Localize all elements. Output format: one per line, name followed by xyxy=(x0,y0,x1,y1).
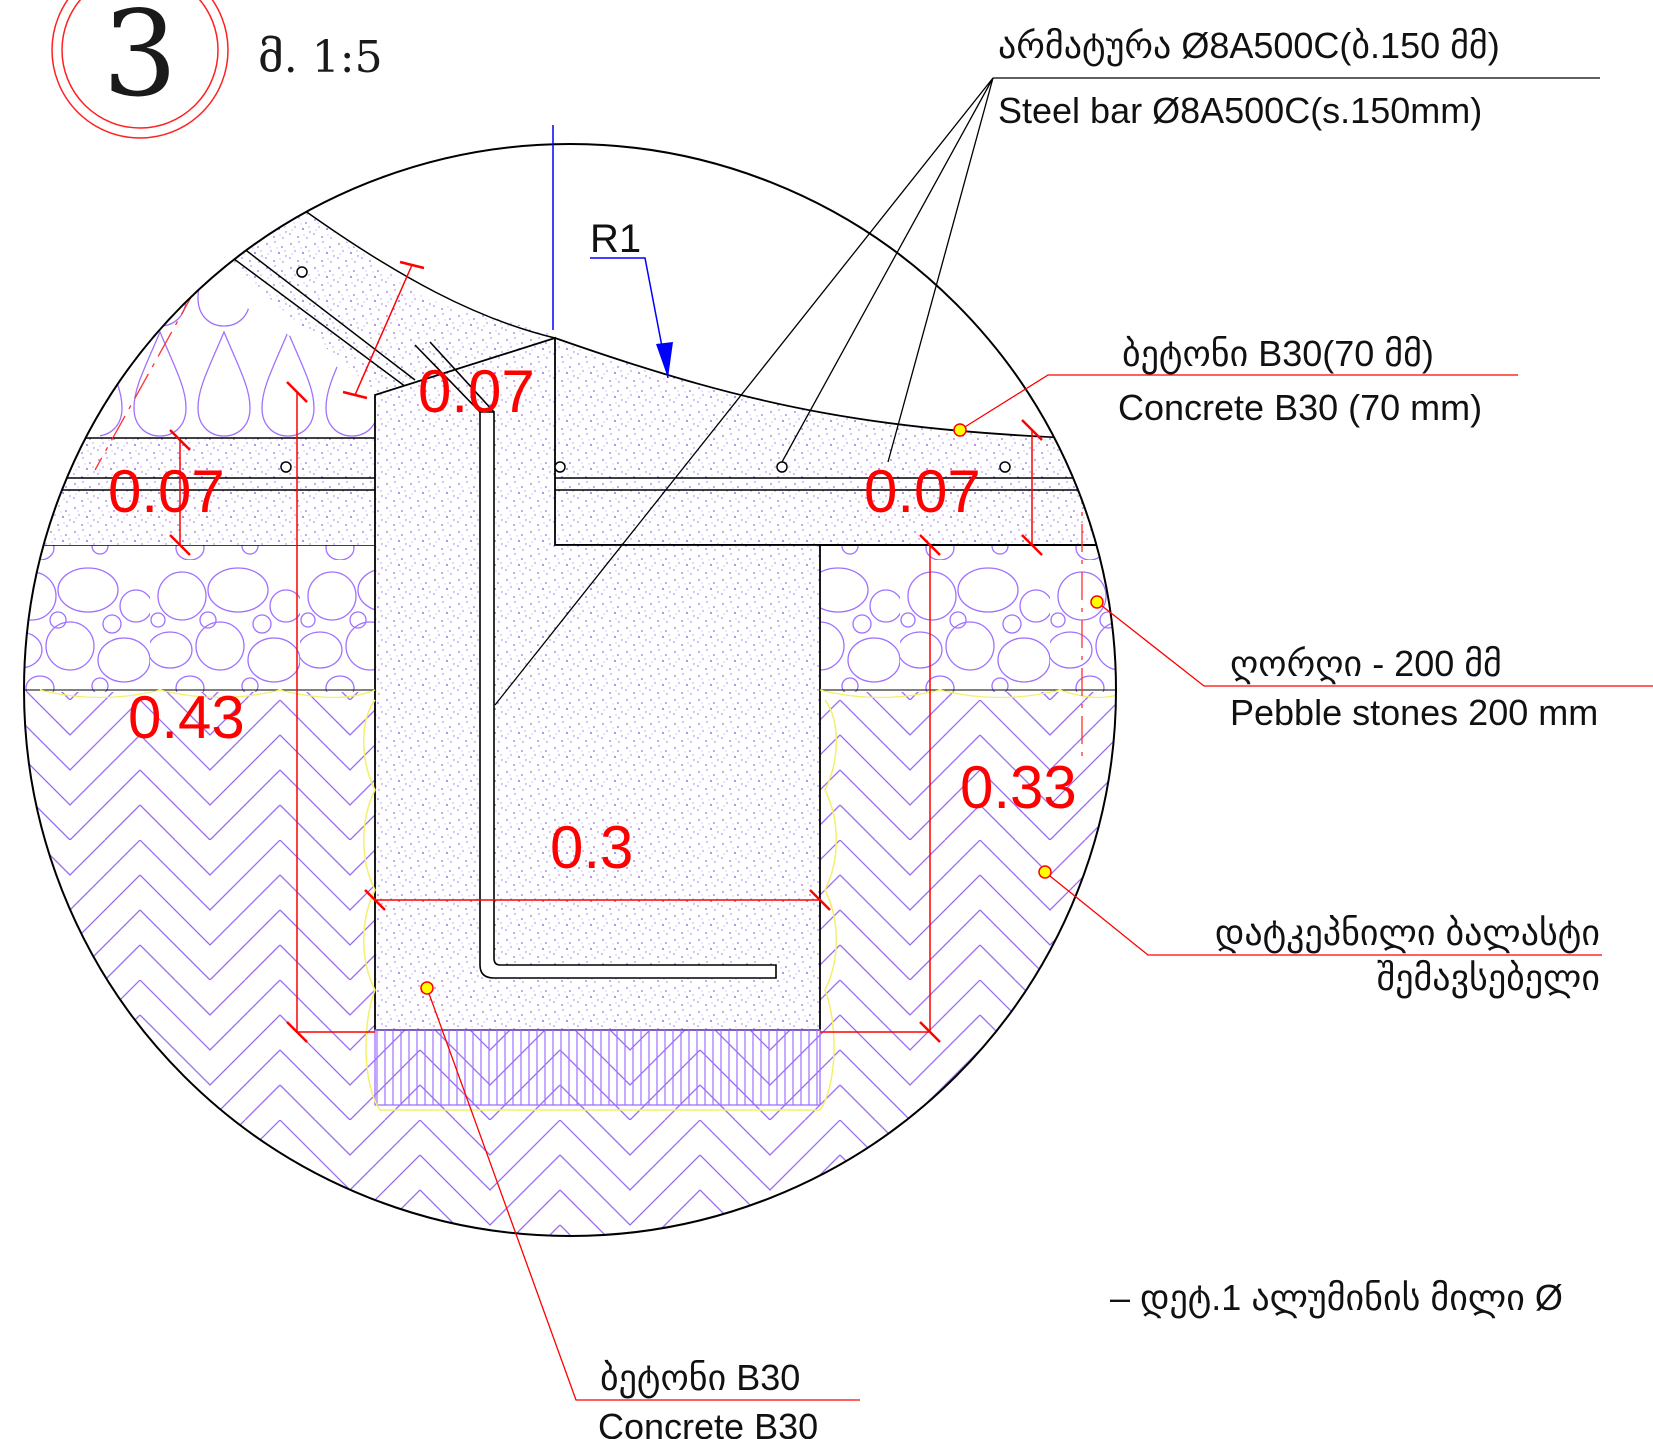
rebar-label-geo: არმატურა Ø8A500C(ბ.150 მმ) xyxy=(998,25,1500,67)
radius-label: R1 xyxy=(590,217,641,261)
ballast-label-geo-2: შემავსებელი xyxy=(1377,957,1600,999)
compacted-ballast-fill xyxy=(24,690,1116,1236)
concrete-top-label-en: Concrete B30 (70 mm) xyxy=(1118,387,1482,428)
pebble-label-en: Pebble stones 200 mm xyxy=(1230,692,1598,733)
rebar-label-en: Steel bar Ø8A500C(s.150mm) xyxy=(998,90,1482,131)
detail-number-badge: 3 xyxy=(51,0,229,139)
pebble-leader xyxy=(1096,601,1653,687)
rebar-dots xyxy=(280,266,1011,473)
badge-inner-ring xyxy=(61,0,219,129)
concrete-top-label-geo: ბეტონი B30(70 მმ) xyxy=(1122,333,1434,375)
concrete-top-leader xyxy=(959,374,1518,431)
dim-right-slab: 0.07 xyxy=(864,458,981,525)
detail-scale: მ. 1:5 xyxy=(258,32,383,83)
curved-top-surface xyxy=(554,337,1116,441)
dimension-lines xyxy=(169,260,1043,1043)
rebar-l-bar xyxy=(479,411,777,979)
ballast-marker xyxy=(1038,865,1052,879)
pebble-marker xyxy=(1090,595,1104,609)
ballast-label-geo-1: დატკეპნილი ბალასტი xyxy=(1215,912,1600,954)
dim-left-height: 0.43 xyxy=(128,684,245,751)
concrete-bottom-label-geo: ბეტონი B30 xyxy=(600,1357,800,1399)
concrete-top-marker xyxy=(953,423,967,437)
badge-outer-ring xyxy=(51,0,229,139)
pebble-label-geo: ღორღი - 200 მმ xyxy=(1230,643,1502,685)
concrete-bottom-leader xyxy=(426,987,860,1401)
aluminium-pipe-note: – დეტ.1 ალუმინის მილი Ø xyxy=(1110,1277,1563,1319)
ballast-leader xyxy=(1044,871,1602,956)
concrete-bottom-marker xyxy=(420,981,434,995)
concrete-bottom-label-en: Concrete B30 xyxy=(598,1406,818,1439)
dim-upper-slope: 0.07 xyxy=(418,358,535,425)
dim-width: 0.3 xyxy=(550,814,633,881)
base-layer xyxy=(374,1029,821,1106)
detail-circle-outline xyxy=(23,143,1117,1237)
dim-left-slab: 0.07 xyxy=(108,458,225,525)
rebar-leaders xyxy=(494,77,1600,706)
radius-leader xyxy=(590,257,669,379)
dim-right-height: 0.33 xyxy=(960,754,1077,821)
detail-number: 3 xyxy=(102,0,177,123)
